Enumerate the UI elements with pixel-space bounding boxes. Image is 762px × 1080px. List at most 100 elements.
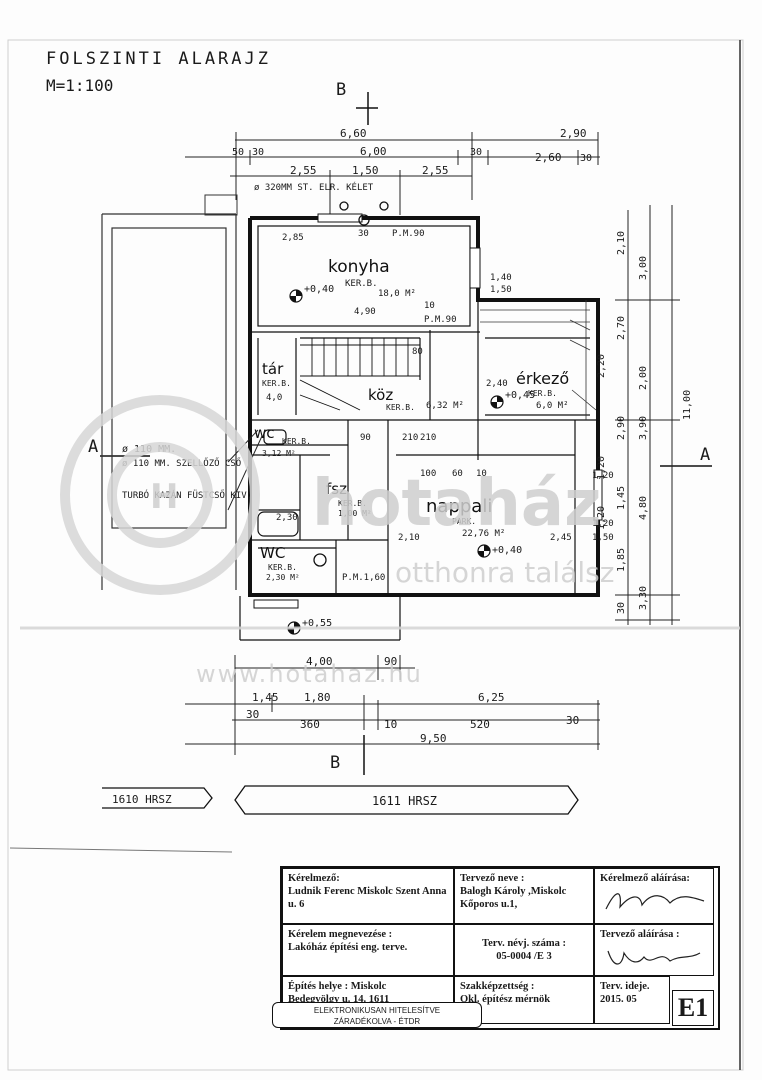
svg-text:3,90: 3,90 [638,416,649,440]
tb-designer-value: Balogh Károly ,Miskolc Kőporos u.1, [460,886,567,910]
svg-text:18,0 M²: 18,0 M² [378,289,416,299]
svg-text:PARK.: PARK. [452,517,476,526]
svg-text:11,00: 11,00 [682,390,693,420]
svg-text:2,30: 2,30 [276,513,298,523]
svg-text:P.M.90: P.M.90 [392,229,425,239]
svg-text:2,20: 2,20 [596,354,607,378]
staircase [299,338,420,411]
svg-text:2,55: 2,55 [290,164,317,177]
svg-text:6,25: 6,25 [478,691,505,704]
svg-text:10: 10 [384,718,397,731]
svg-text:1,20: 1,20 [592,519,614,529]
svg-text:4,0: 4,0 [266,393,282,403]
section-mark-top: B [336,80,346,100]
svg-text:KER.B.: KER.B. [262,379,291,388]
tb-qualification-label: Szakképzettség : [460,981,535,992]
svg-text:6,32 M²: 6,32 M² [426,401,464,411]
svg-text:30: 30 [616,602,627,614]
svg-text:P.M.1,60: P.M.1,60 [342,573,385,583]
svg-text:4,00: 4,00 [306,655,333,668]
entrance-terrace [480,300,597,420]
svg-text:KER.B.: KER.B. [268,563,297,572]
svg-text:1,20: 1,20 [592,471,614,481]
watermark-slogan: otthonra találsz [395,556,614,589]
svg-text:1,40: 1,40 [490,273,512,283]
stamp-line-2: ZÁRADÉKOLVA - ÉTDR [333,1017,421,1026]
svg-text:3,12 M²: 3,12 M² [262,449,296,458]
sheet-border [7,39,744,1071]
svg-text:1,85: 1,85 [616,548,627,572]
svg-text:60: 60 [452,469,463,479]
tb-request-value: Lakóház építési eng. terve. [288,942,408,953]
svg-text:1,20: 1,20 [596,506,607,530]
svg-text:2,40: 2,40 [486,379,508,389]
applicant-signature-icon [605,893,705,910]
svg-text:30: 30 [470,147,482,158]
svg-text:KER.B.: KER.B. [528,389,557,398]
tb-register-value: 05-0004 /E 3 [496,951,552,962]
svg-text:4,80: 4,80 [638,496,649,520]
level-entrance: +0,55 [302,618,332,629]
svg-text:2,55: 2,55 [422,164,449,177]
room-wc1-name: wc [254,424,275,442]
plan-title: FOLSZINTI ALARAJZ [46,49,271,69]
svg-text:30: 30 [252,147,264,158]
plot-left-label: 1610 HRSZ [112,793,172,806]
svg-text:KER.B.: KER.B. [345,279,378,289]
level-konyha: +0,40 [304,284,334,295]
svg-text:30: 30 [358,229,369,239]
svg-text:KER.B.: KER.B. [338,499,367,508]
svg-text:1,00 M²: 1,00 M² [338,509,372,518]
section-mark-right: A [700,445,710,465]
room-erkezo-name: érkező [516,369,569,388]
svg-text:50: 50 [232,147,244,158]
svg-text:30: 30 [566,714,579,727]
tb-date-value: 2015. 05 [600,994,637,1005]
tb-site-value: Bedegvölgy u. 14. 1611 [288,994,390,1005]
tb-request-label: Kérelem megnevezése : [288,929,393,940]
right-dimensions: 2,10 3,00 2,70 2,00 3,90 11,00 2,20 2,90… [596,231,693,614]
svg-text:22,76 M²: 22,76 M² [462,529,505,539]
svg-text:KER.B.: KER.B. [386,403,415,412]
tb-request: Kérelem megnevezése : Lakóház építési en… [282,924,454,976]
svg-text:1,45: 1,45 [616,486,627,510]
room-koz-name: köz [368,386,393,404]
svg-text:2,10: 2,10 [616,231,627,255]
svg-text:3,00: 3,00 [638,256,649,280]
svg-text:1,50: 1,50 [352,164,379,177]
room-wc2-name: WC [260,544,285,562]
tb-date: Terv. ideje. 2015. 05 [594,976,670,1024]
svg-text:1,20: 1,20 [596,456,607,480]
svg-text:90: 90 [384,655,397,668]
top-dimension-lines [185,132,600,215]
room-konyha-name: konyha [328,257,390,277]
svg-text:1,50: 1,50 [592,533,614,543]
watermark-logo-letter: H [150,477,178,517]
plot-boundary: 1610 HRSZ 1611 HRSZ [102,785,579,815]
chimney-circles [313,201,389,567]
bottom-dimensions: 4,00 90 1,45 1,80 6,25 30 360 10 520 30 … [246,655,579,745]
svg-text:P.M.90: P.M.90 [424,315,457,325]
sheet-code: E1 [672,990,714,1026]
svg-text:1,80: 1,80 [304,691,331,704]
watermark-brand: hotaház [312,467,601,541]
room-tar-name: tár [262,360,284,378]
tb-register-label: Terv. névj. száma : [482,938,566,949]
svg-text:10: 10 [476,469,487,479]
svg-text:2,30 M²: 2,30 M² [266,573,300,582]
room-nappali-name: nappali [426,496,492,517]
dim-bottom-total: 9,50 [420,732,447,745]
svg-text:3,30: 3,30 [638,586,649,610]
svg-text:2,10: 2,10 [398,533,420,543]
svg-text:6,00: 6,00 [360,145,387,158]
tb-applicant-value: Ludnik Ferenc Miskolc Szent Anna u. 6 [288,886,447,910]
svg-text:2,00: 2,00 [638,366,649,390]
right-dimension-lines [615,205,680,625]
svg-text:2,90: 2,90 [560,127,587,140]
tb-applicant-sign-label: Kérelmező aláírása: [600,873,690,884]
tb-site-label: Építés helye : Miskolc [288,981,387,992]
svg-text:90: 90 [360,433,371,443]
tb-applicant-sign: Kérelmező aláírása: [594,868,714,924]
